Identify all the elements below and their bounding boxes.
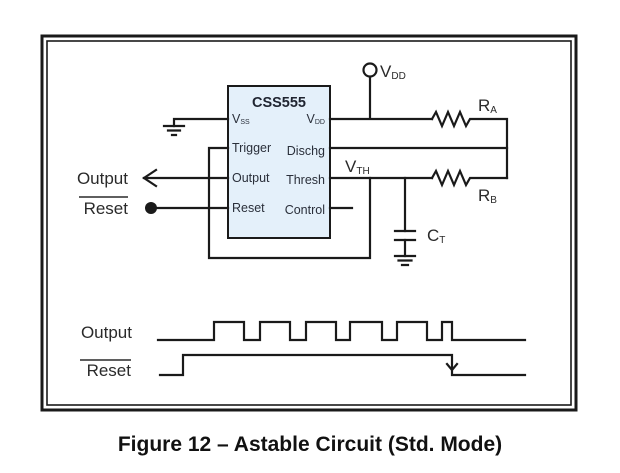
output-waveform <box>156 320 527 342</box>
chip-name: CSS555 <box>252 95 306 111</box>
resistor-ra-icon <box>430 109 509 180</box>
vdd-label: VDD <box>380 62 406 82</box>
resistor-rb-icon <box>430 168 509 188</box>
reset-fall-arrow-icon <box>445 362 459 372</box>
rb-label: RB <box>478 186 497 206</box>
vth-label: VTH <box>345 157 370 177</box>
pin-control-label: Control <box>285 203 325 217</box>
trigger-wire <box>207 146 372 260</box>
capacitor-ct-icon <box>393 176 417 267</box>
pin-trigger-label: Trigger <box>232 141 271 155</box>
reset-label: Reset <box>84 199 129 218</box>
ground-icon <box>162 117 230 137</box>
outer-frame <box>40 34 578 412</box>
pin-dischg-label: Dischg <box>287 144 325 158</box>
pin-output-label: Output <box>232 171 270 185</box>
inner-frame <box>46 40 572 406</box>
pin-thresh-label: Thresh <box>286 173 325 187</box>
reset-waveform <box>158 353 527 377</box>
reset-terminal-icon <box>145 202 157 214</box>
pin-vdd-label: VDD <box>307 112 325 126</box>
output-label: Output <box>77 169 128 188</box>
timing-output-label: Output <box>81 323 132 342</box>
vdd-wire <box>328 75 434 121</box>
timing-reset-label: Reset <box>87 361 132 380</box>
pin-reset-label: Reset <box>232 201 265 215</box>
chip-body <box>227 85 331 239</box>
output-arrow-icon <box>142 168 158 188</box>
figure-caption: Figure 12 – Astable Circuit (Std. Mode) <box>118 433 502 456</box>
pin-vss-label: VSS <box>232 112 250 126</box>
ct-label: CT <box>427 226 445 246</box>
vdd-terminal-icon <box>362 62 378 78</box>
ra-label: RA <box>478 96 497 116</box>
